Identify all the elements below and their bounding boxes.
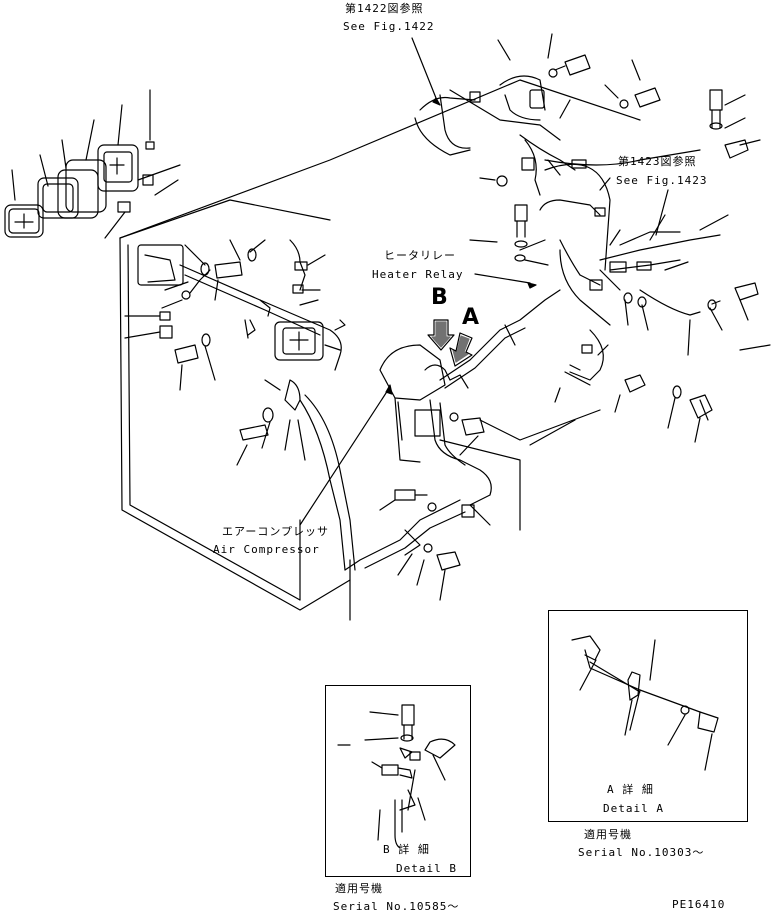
view-arrows bbox=[427, 319, 473, 367]
right-harness bbox=[439, 231, 759, 421]
fig1423-label-jp: 第1423図参照 bbox=[618, 155, 697, 168]
air-compressor-label-jp: エアーコンプレッサ bbox=[222, 525, 330, 538]
detail-b-frame: B 詳 細 Detail B bbox=[325, 685, 471, 877]
arrow-a-label: A bbox=[462, 305, 480, 330]
detail-a-serial-jp: 適用号機 bbox=[584, 828, 632, 841]
detail-a-drawing bbox=[571, 635, 719, 771]
leader-lines-left bbox=[11, 89, 179, 239]
detail-a-frame: A 詳 細 Detail A bbox=[548, 610, 748, 822]
detail-a-serial-en: Serial No.10303～ bbox=[578, 846, 705, 859]
detail-b-title-en: Detail B bbox=[396, 862, 457, 875]
left-center-parts bbox=[137, 239, 356, 571]
detail-b-serial-jp: 適用号機 bbox=[335, 882, 383, 895]
heater-relay-label-en: Heater Relay bbox=[372, 268, 464, 281]
arrow-b-label: B bbox=[431, 285, 448, 310]
upper-harness bbox=[414, 75, 701, 271]
drawing-number: PE16410 bbox=[672, 898, 726, 911]
leader-lines bbox=[124, 33, 771, 601]
fig1422-label-en: See Fig.1422 bbox=[343, 20, 435, 33]
bolts-upper bbox=[496, 54, 749, 262]
fig1423-label-en: See Fig.1423 bbox=[616, 174, 708, 187]
compressor-area bbox=[344, 344, 492, 571]
detail-a-title-en: Detail A bbox=[603, 802, 664, 815]
detail-b-title-jp: B 詳 細 bbox=[383, 843, 430, 856]
detail-b-drawing bbox=[337, 704, 456, 849]
callout-leaders bbox=[299, 37, 669, 526]
air-compressor-label-en: Air Compressor bbox=[213, 543, 320, 556]
fig1422-label-jp: 第1422図参照 bbox=[345, 2, 424, 15]
lamp-assembly bbox=[4, 141, 181, 238]
detail-a-title-jp: A 詳 細 bbox=[607, 783, 654, 796]
heater-relay-label-jp: ヒータリレー bbox=[384, 249, 456, 262]
cab-body-outline bbox=[119, 79, 641, 621]
detail-b-serial-en: Serial No.10585～ bbox=[333, 900, 460, 913]
